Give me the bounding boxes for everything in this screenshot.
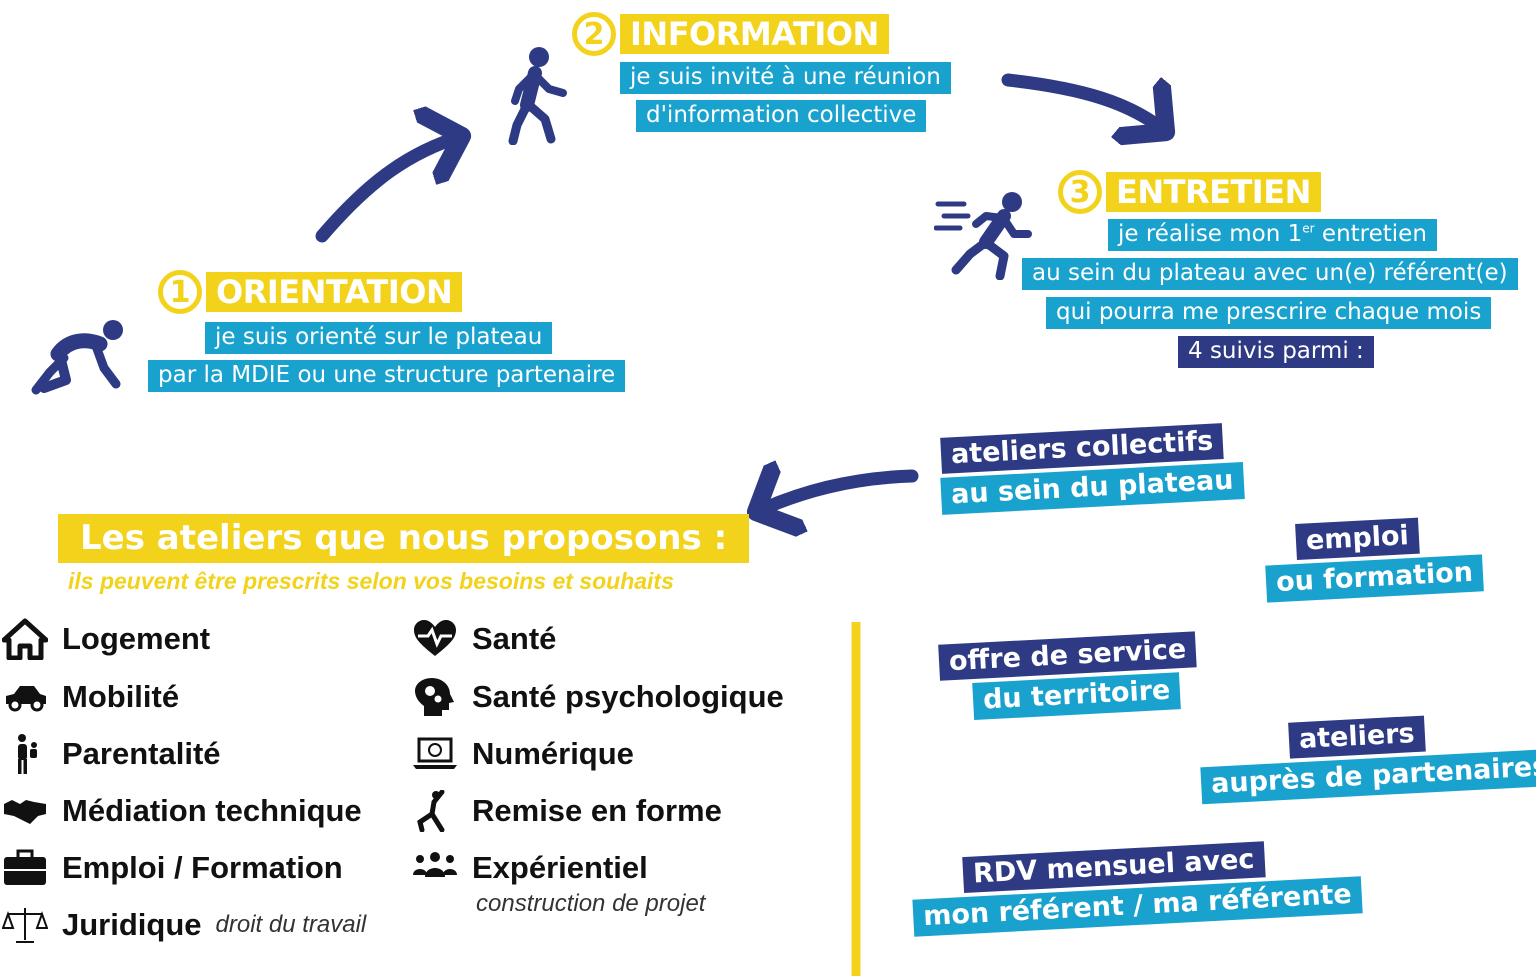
head-gears-icon — [415, 678, 454, 716]
suivi-4-line-1: ateliers — [1288, 715, 1426, 760]
step-3-label: ENTRETIEN — [1106, 172, 1321, 212]
car-icon — [6, 686, 46, 712]
step-1-number: 1 — [158, 270, 202, 314]
step-3-line-1: je réalise mon 1er entretien — [1108, 219, 1437, 251]
step-2-line-1: je suis invité à une réunion — [620, 62, 951, 94]
atelier-sante: Santé — [412, 618, 556, 660]
atelier-emploi-formation: Emploi / Formation — [2, 847, 343, 889]
step-1-label: ORIENTATION — [206, 272, 463, 312]
stretching-person-icon — [417, 790, 445, 832]
step-2-number: 2 — [572, 12, 616, 56]
atelier-label: Emploi / Formation — [62, 850, 343, 885]
atelier-label: Remise en forme — [472, 793, 722, 828]
step-3-line-1-suffix: entretien — [1314, 221, 1427, 247]
step-3-line-2: au sein du plateau avec un(e) référent(e… — [1022, 258, 1518, 290]
step-3-title: 3 ENTRETIEN — [1058, 170, 1321, 214]
atelier-label: Expérientiel — [472, 850, 648, 885]
step-3-number: 3 — [1058, 170, 1102, 214]
atelier-sante-psychologique: Santé psychologique — [412, 676, 784, 718]
atelier-mediation-technique: Médiation technique — [2, 790, 362, 832]
step-3-line-4: 4 suivis parmi : — [1178, 336, 1374, 368]
arrow-orientation-to-information — [315, 136, 462, 243]
atelier-label: Santé — [472, 621, 557, 656]
atelier-mobilite: Mobilité — [2, 676, 179, 718]
house-icon — [2, 618, 48, 660]
arrow-suivis-to-ateliers — [756, 476, 919, 512]
atelier-experientiel: Expérientiel — [412, 847, 648, 889]
suivi-emploi: emploi ou formation — [1263, 514, 1484, 603]
ateliers-title: Les ateliers que nous proposons : — [58, 514, 750, 563]
atelier-experientiel-note: construction de projet — [476, 890, 706, 917]
atelier-label: Logement — [62, 621, 211, 656]
step-3-line-3: qui pourra me prescrire chaque mois — [1046, 297, 1492, 329]
step-2-title: 2 INFORMATION — [572, 12, 889, 56]
suivi-2-line-1: emploi — [1295, 517, 1420, 561]
parent-child-icon — [18, 734, 37, 774]
group-icon — [413, 852, 457, 877]
atelier-remise-en-forme: Remise en forme — [412, 790, 722, 832]
atelier-label: Numérique — [472, 736, 634, 771]
crouching-start-icon — [31, 320, 123, 395]
atelier-parentalite: Parentalité — [2, 733, 221, 775]
atelier-logement: Logement — [2, 618, 210, 660]
running-person-icon — [934, 192, 1032, 280]
atelier-juridique: Juridique droit du travail — [2, 904, 366, 946]
walking-person-icon — [508, 47, 567, 145]
atelier-numerique: Numérique — [412, 733, 634, 775]
heart-pulse-icon — [414, 620, 456, 656]
atelier-label: Santé psychologique — [472, 679, 784, 714]
step-3-superscript: er — [1302, 221, 1315, 236]
atelier-label: Mobilité — [62, 679, 180, 714]
step-1-line-2: par la MDIE ou une structure partenaire — [148, 360, 626, 392]
atelier-label: Juridique — [62, 907, 202, 942]
step-2-line-2: d'information collective — [636, 100, 927, 132]
scales-icon — [2, 908, 48, 943]
arrow-information-to-entretien — [1001, 73, 1166, 132]
briefcase-icon — [4, 849, 46, 885]
step-2-label: INFORMATION — [620, 14, 889, 54]
atelier-label: Médiation technique — [62, 793, 362, 828]
step-1-title: 1 ORIENTATION — [158, 270, 463, 314]
atelier-label: Parentalité — [62, 736, 221, 771]
suivi-offre-de-service: offre de service du territoire — [938, 631, 1199, 721]
handshake-icon — [4, 800, 46, 824]
suivi-ateliers-collectifs: ateliers collectifs au sein du plateau — [938, 422, 1245, 515]
atelier-note: droit du travail — [215, 911, 367, 938]
step-1-line-1: je suis orienté sur le plateau — [205, 322, 553, 354]
laptop-icon — [413, 737, 457, 769]
step-3-line-1-text: je réalise mon 1 — [1118, 221, 1303, 247]
ateliers-subtitle: ils peuvent être prescrits selon vos bes… — [68, 568, 674, 594]
